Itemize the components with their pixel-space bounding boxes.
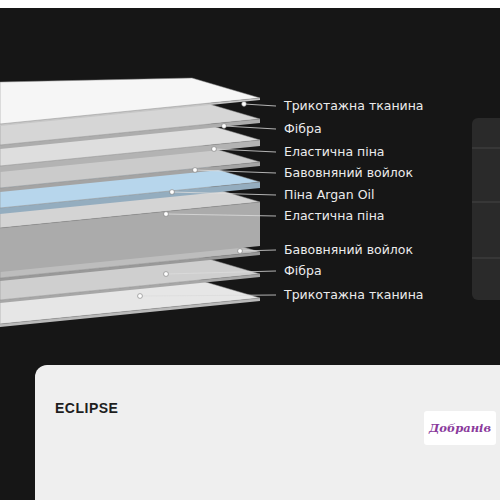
leader-line — [195, 170, 276, 173]
side-panel — [472, 118, 500, 300]
layer-label: Бавовняний войлок — [284, 165, 413, 181]
layer-label: Трикотажна тканина — [284, 287, 424, 303]
leader-dot — [164, 272, 169, 277]
layer-sheet — [0, 78, 260, 124]
leader-dot — [164, 212, 169, 217]
leader-dot — [170, 190, 175, 195]
leader-dot — [222, 124, 227, 129]
layer-label: Еластична піна — [284, 144, 385, 160]
layer-label: Піна Argan Oil — [284, 187, 374, 203]
leader-line — [166, 271, 276, 274]
leader-line — [166, 214, 276, 216]
leader-line — [214, 149, 276, 152]
leader-line — [172, 192, 276, 195]
leader-dot — [212, 147, 217, 152]
leader-line — [224, 126, 276, 129]
panel-divider — [472, 148, 500, 149]
leader-lines — [138, 102, 276, 299]
layer-stack — [0, 78, 260, 327]
leader-dot — [242, 102, 247, 107]
panel-divider — [472, 202, 500, 203]
product-name: ECLIPSE — [55, 400, 118, 416]
layer-label: Бавовняний войлок — [284, 242, 413, 258]
leader-line — [140, 295, 276, 296]
layer-label: Еластична піна — [284, 208, 385, 224]
product-card — [35, 365, 500, 500]
leader-dot — [238, 249, 243, 254]
panel-divider — [472, 258, 500, 259]
brand-watermark: Добранів — [424, 411, 496, 445]
leader-dot — [193, 168, 198, 173]
layer-label: Фібра — [284, 121, 322, 137]
layer-label: Трикотажна тканина — [284, 98, 424, 114]
leader-dot — [138, 294, 143, 299]
leader-line — [244, 104, 276, 106]
leader-line — [240, 250, 276, 251]
layer-label: Фібра — [284, 263, 322, 279]
